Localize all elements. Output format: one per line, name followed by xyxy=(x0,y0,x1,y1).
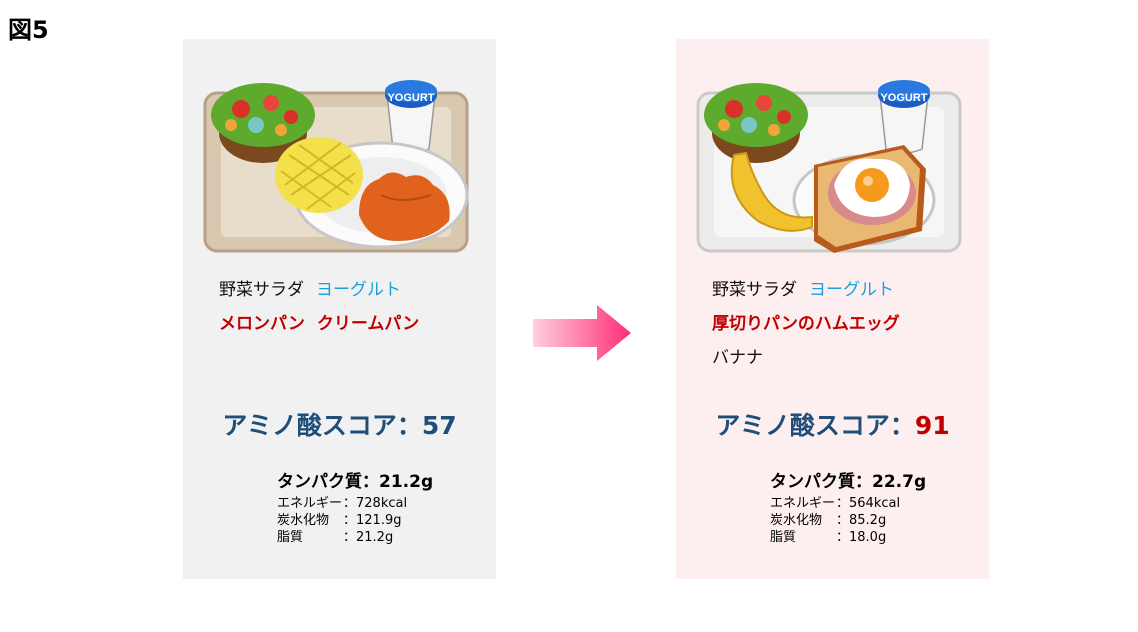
protein-value: タンパク質：22.7g xyxy=(770,472,927,492)
food-yogurt: ヨーグルト xyxy=(316,280,401,300)
fat-label: 脂質 xyxy=(770,530,797,545)
figure-label: 図5 xyxy=(8,16,49,44)
carb-label: 炭水化物 xyxy=(770,513,823,528)
food-melonpan: メロンパン xyxy=(219,314,305,334)
food-salad: 野菜サラダ xyxy=(219,280,304,300)
right-arrow-icon xyxy=(533,305,631,361)
carb-value: ：121.9g xyxy=(343,513,402,528)
nutrition-facts: タンパク質：22.7g エネルギー：564kcal 炭水化物 ：85.2g 脂質 ：… xyxy=(770,467,926,546)
protein-value: タンパク質：21.2g xyxy=(277,472,434,492)
left-meal-panel: YOGURT 野菜サラダヨーグルト メロンパンクリームパン アミノ酸スコア：57… xyxy=(183,39,496,579)
amino-acid-score: アミノ酸スコア：91 xyxy=(676,406,989,442)
food-list: 野菜サラダヨーグルト メロンパンクリームパン xyxy=(219,273,419,341)
food-hamegg-toast: 厚切りパンのハムエッグ xyxy=(712,314,900,334)
yogurt-label: YOGURT xyxy=(387,92,434,104)
energy-value: ：728kcal xyxy=(343,496,408,511)
carb-label: 炭水化物 xyxy=(277,513,330,528)
food-creampan: クリームパン xyxy=(316,314,420,334)
right-meal-panel: YOGURT 野菜サラダヨーグルト 厚切りパンのハムエッグ バナナ アミノ酸スコ… xyxy=(676,39,989,579)
energy-value: ：564kcal xyxy=(836,496,901,511)
fat-value: ：21.2g xyxy=(343,530,394,545)
meal-tray-illustration-left: YOGURT xyxy=(203,80,469,253)
energy-label: エネルギー xyxy=(277,496,343,511)
food-salad: 野菜サラダ xyxy=(712,280,797,300)
yogurt-label: YOGURT xyxy=(880,92,927,104)
fat-label: 脂質 xyxy=(277,530,304,545)
carb-value: ：85.2g xyxy=(836,513,887,528)
score-label: アミノ酸スコア： xyxy=(222,411,422,440)
food-yogurt: ヨーグルト xyxy=(809,280,894,300)
food-banana: バナナ xyxy=(712,348,763,368)
score-value: 57 xyxy=(421,411,457,440)
food-list: 野菜サラダヨーグルト 厚切りパンのハムエッグ バナナ xyxy=(712,273,900,375)
fat-value: ：18.0g xyxy=(836,530,887,545)
amino-acid-score: アミノ酸スコア：57 xyxy=(183,406,496,442)
meal-tray-illustration-right: YOGURT xyxy=(696,80,962,253)
energy-label: エネルギー xyxy=(770,496,836,511)
score-label: アミノ酸スコア： xyxy=(715,411,915,440)
nutrition-facts: タンパク質：21.2g エネルギー：728kcal 炭水化物 ：121.9g 脂質… xyxy=(277,467,433,546)
score-value: 91 xyxy=(914,411,950,440)
